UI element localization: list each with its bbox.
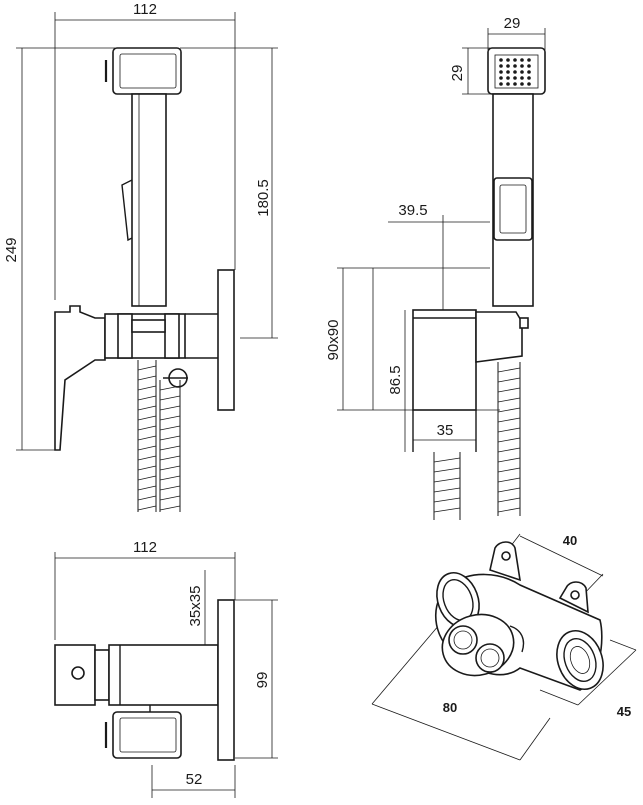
- side-head-width-label: 29: [504, 15, 521, 32]
- top-square-label: 35x35: [187, 586, 204, 627]
- side-head-height-label: 29: [449, 65, 466, 82]
- front-hand-shower-label: 180.5: [255, 179, 272, 217]
- side-body-label: 35: [437, 422, 454, 439]
- side-height-label: 86.5: [387, 365, 404, 394]
- side-square-label: 90x90: [325, 320, 342, 361]
- valve-iso-view: 40 80 45: [371, 533, 637, 761]
- front-height-label: 249: [3, 237, 20, 262]
- front-view: 112 249 180.5: [3, 1, 278, 512]
- valve-depth-label: 45: [617, 704, 631, 719]
- front-hose: [137, 360, 181, 512]
- front-width-label: 112: [133, 1, 157, 18]
- side-view: 29 29 39.5 90x90 86.5: [325, 15, 546, 520]
- side-offset-label: 39.5: [398, 202, 427, 219]
- side-hose: [433, 362, 521, 520]
- top-depth-label: 52: [186, 771, 203, 788]
- valve-length-label: 80: [443, 700, 457, 715]
- top-plate-label: 99: [254, 672, 271, 689]
- valve-width-label: 40: [563, 533, 577, 548]
- top-width-label: 112: [133, 539, 157, 556]
- top-view: 112 35x35 99 52: [54, 539, 278, 798]
- nozzle-grid: [499, 58, 531, 86]
